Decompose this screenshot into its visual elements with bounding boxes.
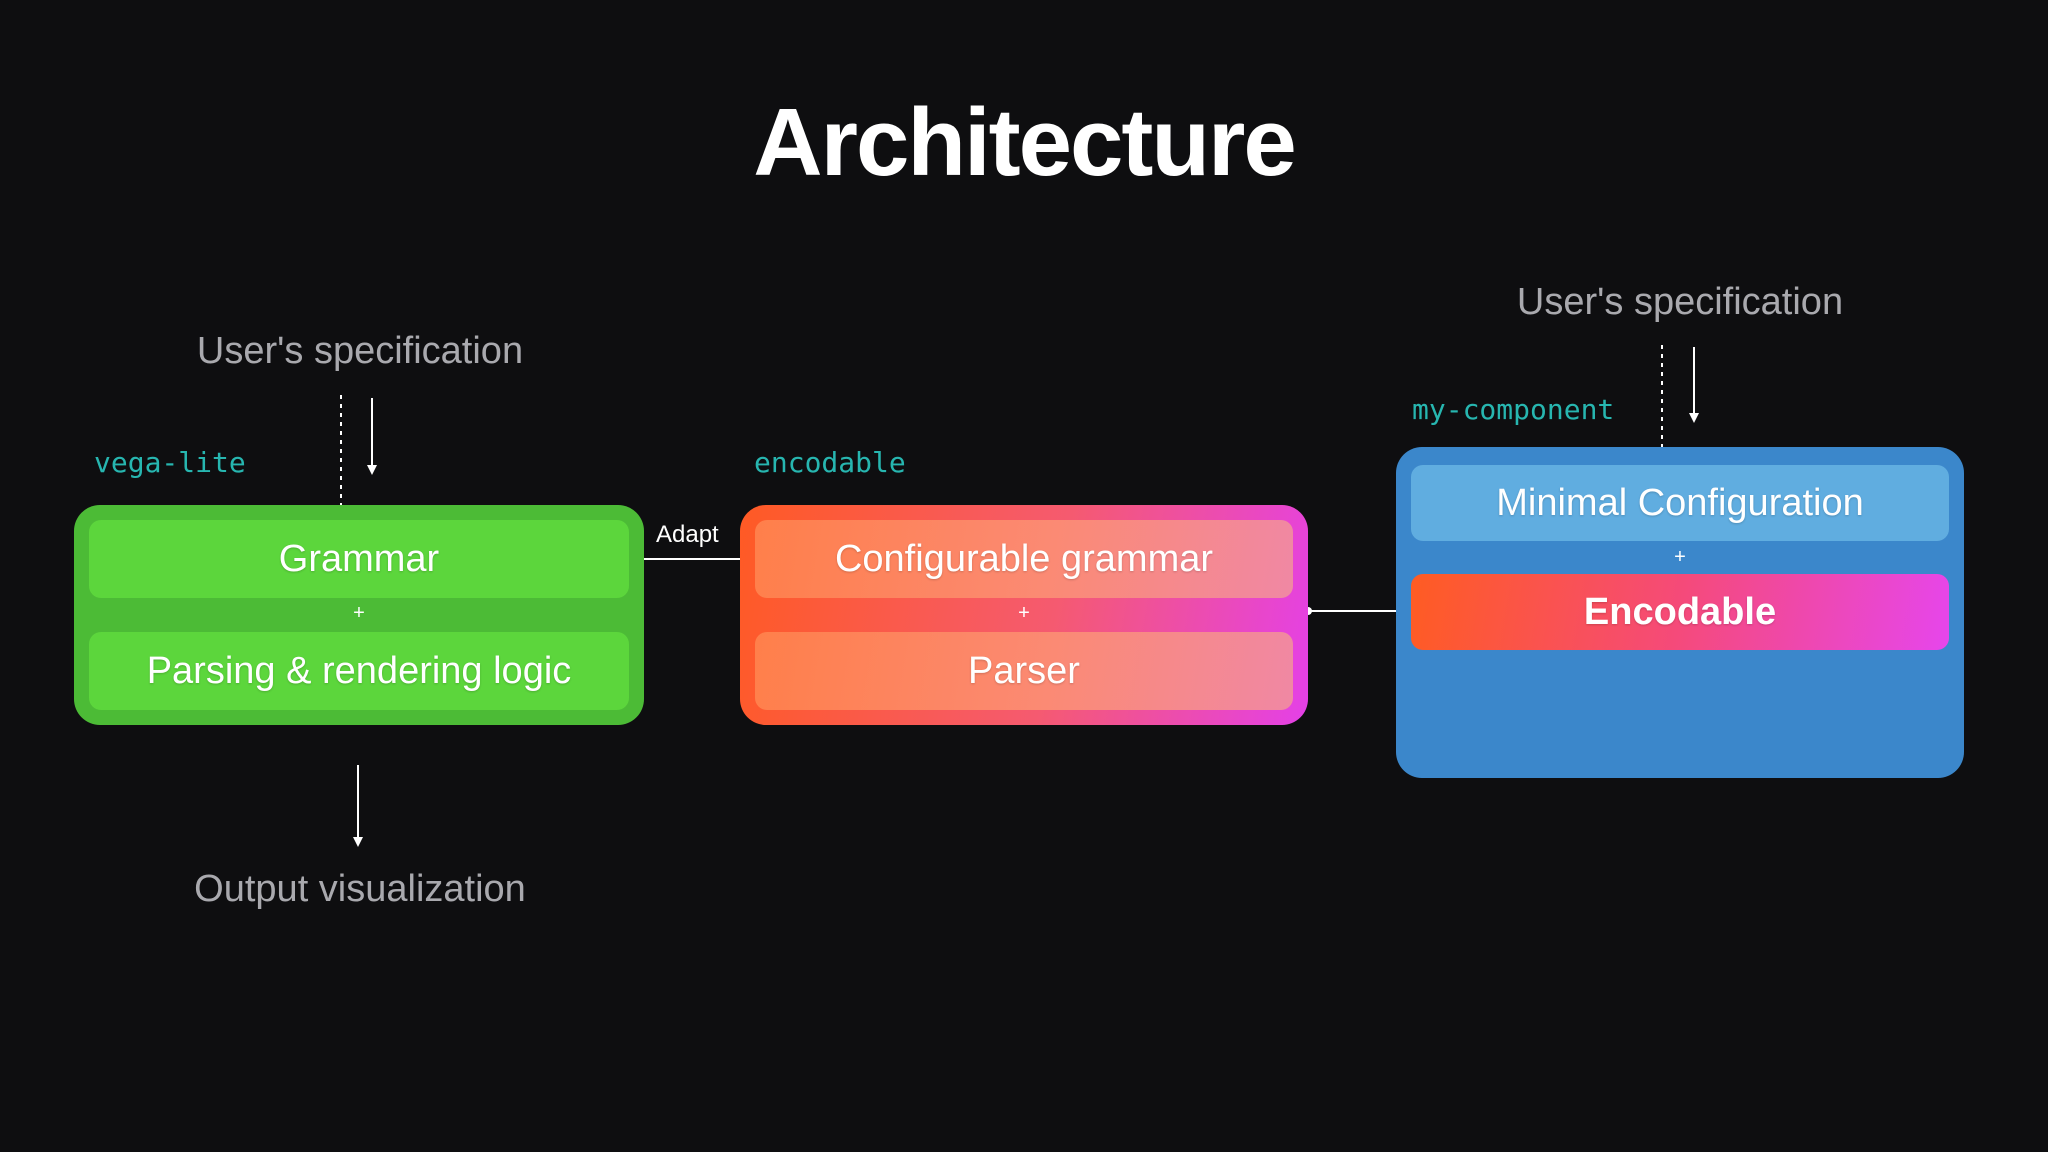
slide-title: Architecture — [753, 89, 1297, 196]
my-component-box: Minimal Configuration + Encodable — [1396, 447, 1964, 778]
vega-lite-box: Grammar + Parsing & rendering logic — [74, 505, 644, 725]
vega-lite-tag: vega-lite — [94, 446, 246, 479]
encodable-tag: encodable — [754, 446, 906, 479]
encodable-box: Configurable grammar + Parser — [740, 505, 1308, 725]
parser-block: Parser — [755, 632, 1293, 710]
left-user-spec-label: User's specification — [196, 330, 524, 372]
output-visualization-label: Output visualization — [194, 868, 526, 910]
grammar-block: Grammar — [89, 520, 629, 598]
adapt-label: Adapt — [656, 521, 719, 548]
left-plus: + — [353, 602, 365, 624]
configurable-grammar-block: Configurable grammar — [755, 520, 1293, 598]
middle-plus: + — [1018, 602, 1030, 624]
parsing-rendering-block: Parsing & rendering logic — [89, 632, 629, 710]
my-component-tag: my-component — [1412, 393, 1615, 426]
right-plus: + — [1674, 546, 1686, 568]
right-user-spec-label: User's specification — [1516, 281, 1844, 323]
minimal-configuration-block: Minimal Configuration — [1411, 465, 1949, 541]
encodable-block: Encodable — [1411, 574, 1949, 650]
